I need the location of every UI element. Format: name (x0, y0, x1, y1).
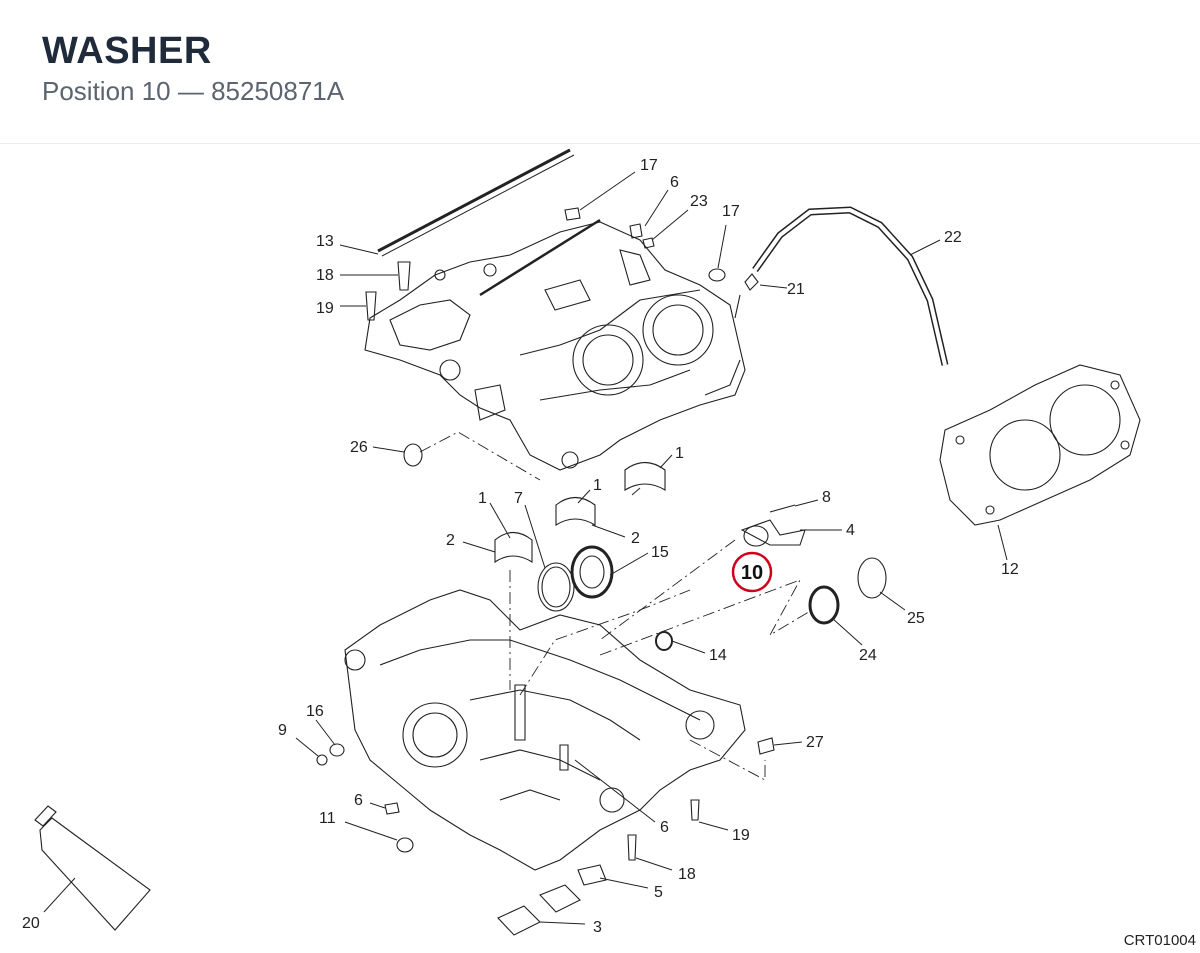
upper-crankcase-drawing (364, 221, 746, 471)
highlight-circle[interactable] (731, 551, 773, 593)
callout-24: 24 (859, 647, 877, 664)
callout-17a: 17 (640, 157, 658, 174)
callout-17b: 17 (722, 203, 740, 220)
callout-6b: 6 (354, 792, 363, 809)
seal-14 (655, 631, 673, 651)
filter-3-lower (497, 905, 541, 936)
bolt-18-lower (627, 834, 637, 861)
oil-pipe-22-fill (753, 207, 947, 366)
dowel-17-top (564, 207, 581, 221)
oil-seal-15-inner (579, 555, 605, 589)
page-header: WASHER Position 10 — 85250871A (0, 0, 1200, 144)
oil-seal-24 (808, 585, 840, 625)
callout-12: 12 (1001, 561, 1019, 578)
part-position-subtitle: Position 10 — 85250871A (42, 76, 345, 106)
callout-27: 27 (806, 734, 824, 751)
bracket-27 (757, 737, 775, 755)
washer-16 (329, 743, 345, 757)
gasket-strip-13-edge (381, 154, 575, 257)
callout-20: 20 (22, 915, 40, 932)
page-title: WASHER (42, 30, 212, 72)
gasket-strip-inner (479, 218, 601, 297)
stud-23 (642, 237, 655, 249)
callout-16: 16 (306, 703, 324, 720)
callout-3: 3 (593, 919, 602, 936)
callout-8: 8 (822, 489, 831, 506)
callout-13: 13 (316, 233, 334, 250)
callout-7: 7 (514, 490, 523, 507)
plug-26 (403, 443, 423, 467)
callout-26: 26 (350, 439, 368, 456)
callout-25: 25 (907, 610, 925, 627)
retainer-plate-4 (740, 519, 806, 546)
banjo-fitting-21 (744, 273, 759, 291)
dowel-6-lower (384, 802, 400, 815)
circlip-7-inner (541, 566, 571, 608)
callout-15: 15 (651, 544, 669, 561)
callout-18a: 18 (316, 267, 334, 284)
callout-2a: 2 (446, 532, 455, 549)
callout-19b: 19 (732, 827, 750, 844)
callout-11: 11 (319, 810, 336, 827)
screw-9 (316, 754, 328, 766)
callout-23: 23 (690, 193, 708, 210)
callout-6c: 6 (660, 819, 669, 836)
callout-5: 5 (654, 884, 663, 901)
head-gasket-12 (939, 364, 1141, 526)
drawing-code: CRT01004 (1123, 932, 1196, 949)
callout-9: 9 (278, 722, 287, 739)
callout-4: 4 (846, 522, 855, 539)
callout-14: 14 (709, 647, 727, 664)
callout-18b: 18 (678, 866, 696, 883)
callout-21: 21 (787, 281, 805, 298)
oil-seal-15 (570, 545, 614, 599)
dowel-17-right (708, 268, 726, 282)
callout-1b: 1 (478, 490, 487, 507)
sealant-tube-20 (34, 805, 151, 931)
leader-lines (43, 171, 1008, 925)
lower-crankcase-drawing (344, 589, 746, 871)
circlip-25 (857, 557, 887, 599)
callout-6a: 6 (670, 174, 679, 191)
bolt-18-top (397, 261, 411, 291)
callout-19a: 19 (316, 300, 334, 317)
highlight-number[interactable]: 10 (741, 562, 763, 584)
gasket-strip-13 (377, 148, 571, 253)
callout-2b: 2 (631, 530, 640, 547)
circlip-7 (537, 562, 575, 612)
callout-1a: 1 (675, 445, 684, 462)
callout-1c: 1 (593, 477, 602, 494)
bolt-19-top (365, 291, 377, 321)
bolt-19-lower (690, 799, 700, 821)
dowel-6-top (629, 223, 643, 239)
filter-3-upper (539, 884, 581, 913)
main-bearing-shells (494, 461, 666, 564)
bolt-8 (769, 504, 796, 513)
seal-5 (577, 864, 607, 886)
washer-10-part (743, 525, 769, 547)
assembly-center-lines (419, 431, 813, 781)
highlighted-position-marker[interactable]: 10 (731, 551, 773, 593)
plug-11 (396, 837, 414, 853)
banjo-bolt (734, 294, 741, 319)
callout-22: 22 (944, 229, 962, 246)
callout-labels: 17 6 23 17 22 13 18 21 19 26 1 8 1 7 1 4… (22, 157, 1019, 936)
